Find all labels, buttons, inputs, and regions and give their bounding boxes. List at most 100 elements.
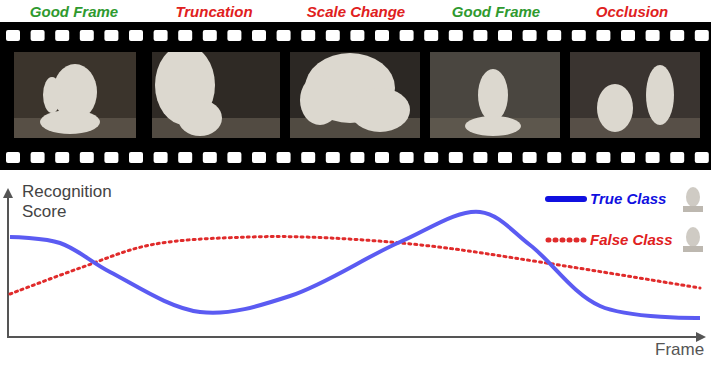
statue-body <box>686 187 700 207</box>
axis-label: Recognition Score <box>22 182 132 221</box>
statue-shape <box>178 100 222 136</box>
sprocket-hole <box>621 152 635 163</box>
sprocket-hole <box>375 30 389 41</box>
video-frame <box>570 52 700 138</box>
sprocket-hole <box>301 152 315 163</box>
axis-arrowhead <box>3 188 13 198</box>
sprocket-hole <box>129 30 143 41</box>
legend-text: True Class <box>590 190 666 207</box>
sprocket-hole <box>646 152 660 163</box>
sprocket-hole <box>154 30 168 41</box>
sprocket-hole <box>104 152 118 163</box>
sprocket-hole <box>227 152 241 163</box>
sprocket-hole <box>424 152 438 163</box>
sprocket-hole <box>252 30 266 41</box>
sprocket-hole <box>375 152 389 163</box>
sprocket-hole <box>547 30 561 41</box>
sprocket-hole <box>203 30 217 41</box>
frame-label: Truncation <box>175 3 252 20</box>
video-frame <box>14 52 136 138</box>
statue-shape <box>300 75 340 125</box>
statue-shape <box>646 65 674 125</box>
frame-photo <box>430 52 560 138</box>
sprocket-hole <box>178 152 192 163</box>
sprocket-row <box>6 152 709 163</box>
y-axis <box>7 196 9 338</box>
sprocket-hole <box>695 30 709 41</box>
sprocket-hole <box>473 152 487 163</box>
frame-label: Good Frame <box>30 3 118 20</box>
sprocket-hole <box>227 30 241 41</box>
sprocket-hole <box>277 152 291 163</box>
x-axis <box>8 336 698 338</box>
statue-shape <box>43 77 61 113</box>
sprocket-hole <box>80 30 94 41</box>
statue-shape <box>350 88 410 132</box>
sprocket-hole <box>31 30 45 41</box>
sprocket-hole <box>596 152 610 163</box>
sprocket-hole <box>326 30 340 41</box>
statue-icon <box>683 227 703 252</box>
sprocket-hole <box>596 30 610 41</box>
sprocket-hole <box>6 152 20 163</box>
sprocket-hole <box>572 30 586 41</box>
sprocket-hole <box>31 152 45 163</box>
sprocket-hole <box>55 30 69 41</box>
sprocket-hole <box>498 30 512 41</box>
sprocket-hole <box>646 30 660 41</box>
sprocket-hole <box>572 152 586 163</box>
statue-base <box>683 246 703 252</box>
frame-label: Scale Change <box>307 3 405 20</box>
sprocket-hole <box>670 30 684 41</box>
sprocket-hole <box>154 152 168 163</box>
sprocket-hole <box>695 152 709 163</box>
frame-photo <box>290 52 420 138</box>
statue-shape <box>465 116 521 136</box>
statue-shape <box>40 110 100 134</box>
sprocket-hole <box>400 30 414 41</box>
sprocket-hole <box>350 30 364 41</box>
sprocket-hole <box>80 152 94 163</box>
axis-label: Frame <box>655 340 704 360</box>
sprocket-hole <box>104 30 118 41</box>
sprocket-hole <box>621 30 635 41</box>
frame-label: Good Frame <box>452 3 540 20</box>
video-frame <box>152 52 280 138</box>
sprocket-hole <box>523 30 537 41</box>
sprocket-hole <box>670 152 684 163</box>
frame-label: Occlusion <box>596 3 669 20</box>
sprocket-hole <box>252 152 266 163</box>
sprocket-hole <box>301 30 315 41</box>
frame-floor <box>570 118 700 138</box>
statue-icon <box>683 187 703 212</box>
sprocket-hole <box>547 152 561 163</box>
video-frame <box>290 52 420 138</box>
statue-shape <box>597 84 633 132</box>
true-class-curve <box>10 212 700 318</box>
sprocket-hole <box>424 30 438 41</box>
legend-text: False Class <box>590 231 673 248</box>
sprocket-hole <box>277 30 291 41</box>
legend-dotted-sample <box>548 238 584 243</box>
sprocket-hole <box>449 152 463 163</box>
sprocket-hole <box>178 30 192 41</box>
sprocket-hole <box>473 30 487 41</box>
sprocket-hole <box>55 152 69 163</box>
sprocket-hole <box>523 152 537 163</box>
frame-photo <box>570 52 700 138</box>
sprocket-row <box>6 30 709 41</box>
video-frame <box>430 52 560 138</box>
sprocket-hole <box>350 152 364 163</box>
sprocket-hole <box>129 152 143 163</box>
frame-photo <box>14 52 136 138</box>
film-strip <box>0 22 711 170</box>
sprocket-hole <box>326 152 340 163</box>
sprocket-hole <box>498 152 512 163</box>
sprocket-hole <box>6 30 20 41</box>
statue-body <box>686 227 700 247</box>
sprocket-hole <box>203 152 217 163</box>
sprocket-hole <box>400 152 414 163</box>
statue-base <box>683 206 703 212</box>
statue-shape <box>478 69 508 121</box>
